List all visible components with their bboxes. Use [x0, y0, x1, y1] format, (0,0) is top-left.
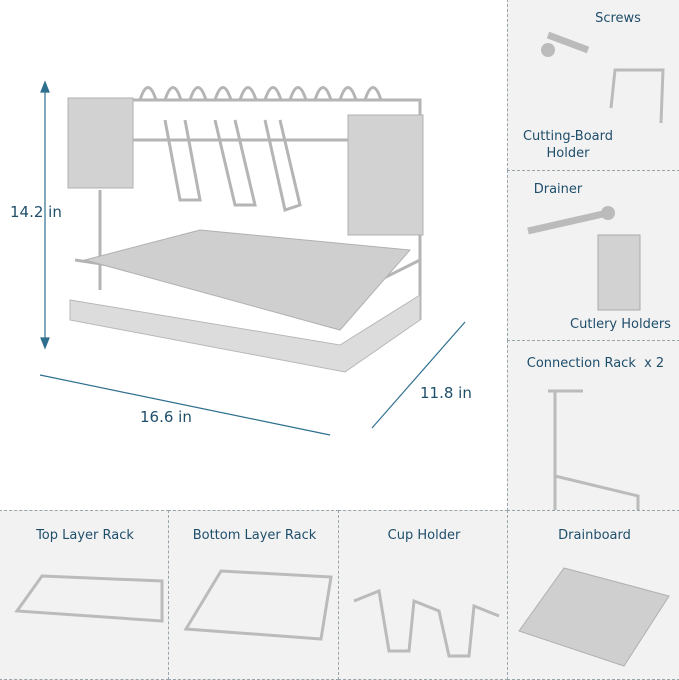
panel-drainer-cutlery: Drainer Cutlery Holders — [507, 170, 679, 341]
panel-screws-holder: Screws Cutting-Board Holder — [507, 0, 679, 171]
height-dimension: 14.2 in — [10, 203, 62, 221]
drainboard-image — [518, 567, 670, 667]
label-screws: Screws — [595, 11, 641, 26]
label-drainer: Drainer — [533, 182, 583, 197]
label-cutting-board-holder: Cutting-Board Holder — [522, 129, 614, 161]
label-cup-holder: Cup Holder — [387, 528, 461, 543]
drainer-image — [527, 206, 615, 235]
label-connection-rack: Connection Rack x 2 — [526, 356, 665, 371]
panel-cup-holder: Cup Holder — [338, 510, 508, 680]
connection-rack-image — [548, 389, 640, 536]
panel-bottom-layer-rack: Bottom Layer Rack — [168, 510, 339, 680]
panel-top-layer-rack: Top Layer Rack — [0, 510, 169, 680]
width-dimension: 16.6 in — [140, 408, 192, 426]
label-bottom-layer-rack: Bottom Layer Rack — [192, 528, 317, 543]
label-top-layer-rack: Top Layer Rack — [36, 528, 134, 543]
top-layer-rack-image — [14, 574, 164, 623]
depth-dimension: 11.8 in — [420, 384, 472, 402]
cup-holder-image — [353, 588, 500, 658]
label-cutlery-holders: Cutlery Holders — [570, 317, 671, 332]
panel-drainboard: Drainboard — [507, 510, 679, 680]
bottom-layer-rack-image — [183, 569, 333, 641]
panel-connection-rack: Connection Rack x 2 — [507, 340, 679, 536]
label-drainboard: Drainboard — [558, 528, 631, 543]
screws-image — [541, 31, 590, 57]
cutlery-holders-image — [597, 234, 641, 311]
cutting-board-holder-image — [609, 68, 665, 124]
